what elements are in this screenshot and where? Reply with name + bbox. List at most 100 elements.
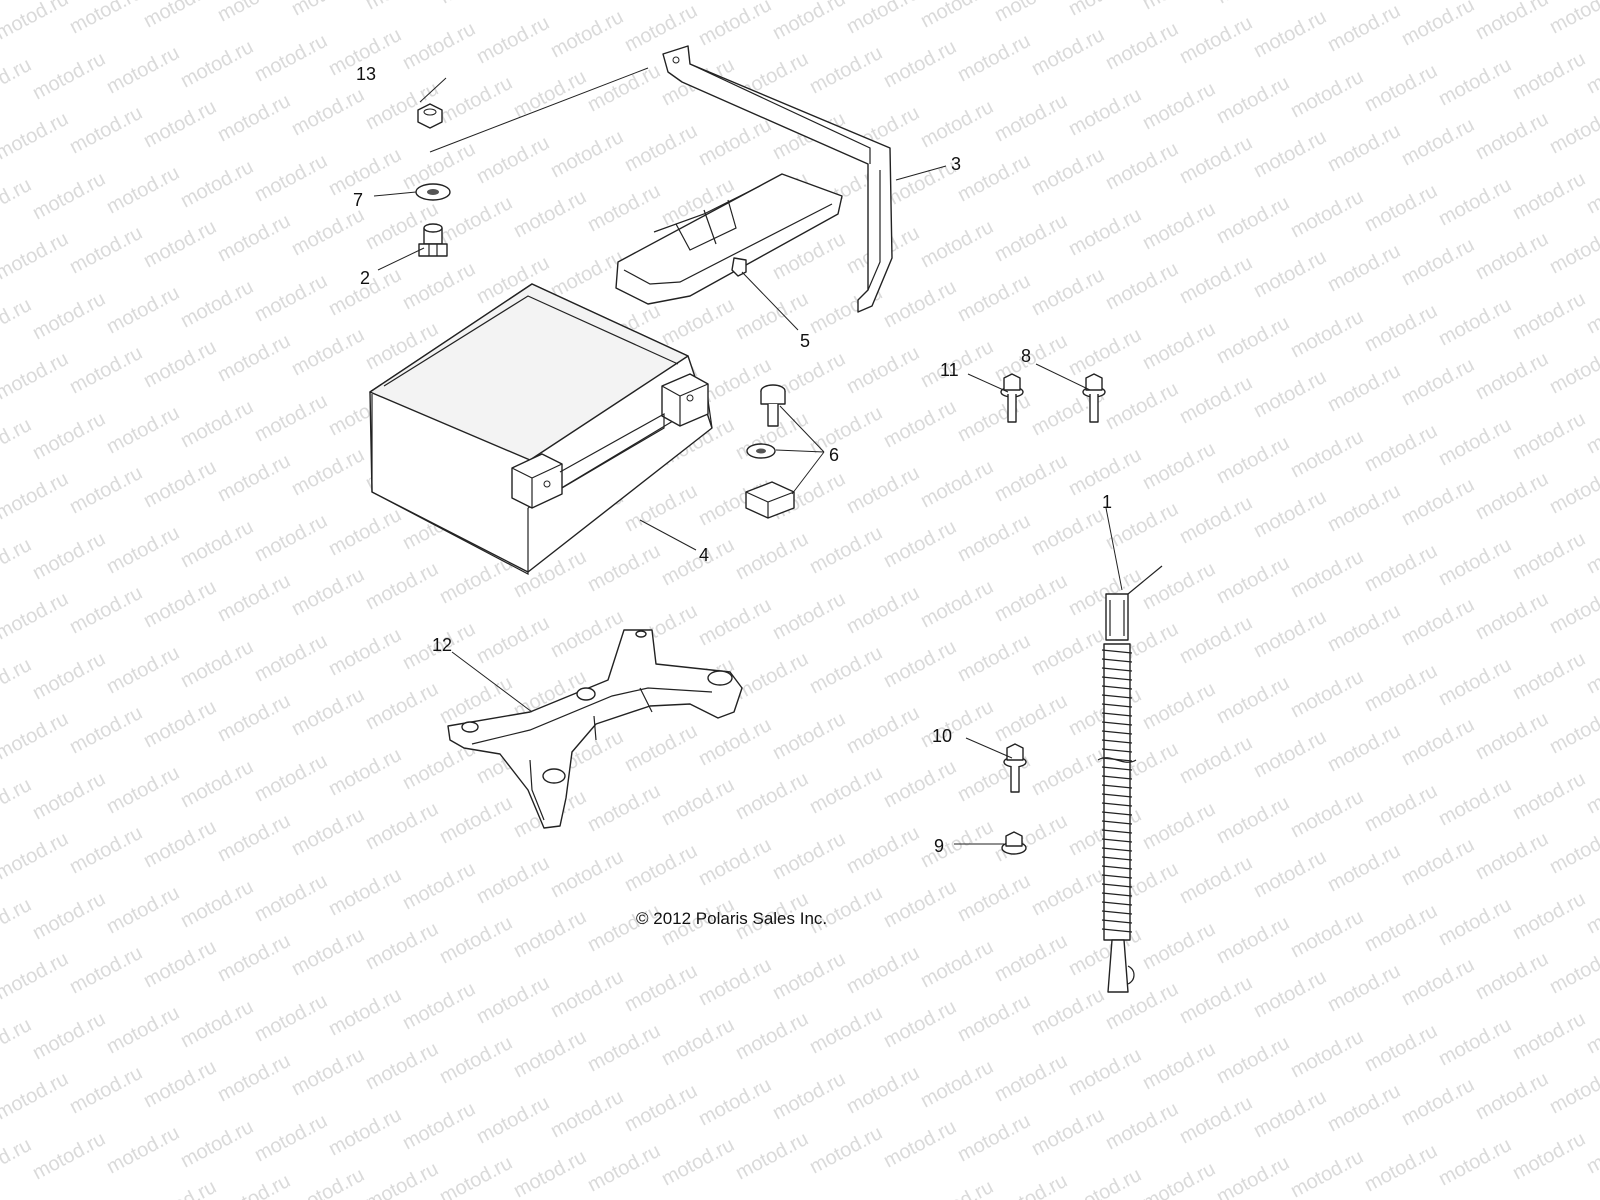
watermark-text: motod.ru bbox=[0, 1134, 35, 1190]
watermark-text: motod.ru bbox=[621, 720, 701, 776]
watermark-text: motod.ru bbox=[66, 822, 146, 878]
watermark-text: motod.ru bbox=[991, 930, 1071, 986]
watermark-text: motod.ru bbox=[140, 816, 220, 872]
watermark-text: motod.ru bbox=[288, 924, 368, 980]
watermark-text: motod.ru bbox=[658, 294, 738, 350]
callout-4: 4 bbox=[699, 545, 709, 565]
tube-rib bbox=[1101, 874, 1133, 879]
callout-13: 13 bbox=[356, 64, 376, 84]
bolt bbox=[418, 223, 448, 257]
watermark-text: motod.ru bbox=[1176, 12, 1256, 68]
watermark-text: motod.ru bbox=[732, 528, 812, 584]
watermark-text: motod.ru bbox=[1213, 192, 1293, 248]
battery bbox=[369, 283, 713, 575]
watermark-text: motod.ru bbox=[1472, 588, 1552, 644]
watermark-text: motod.ru bbox=[140, 336, 220, 392]
watermark-text: motod.ru bbox=[1028, 264, 1108, 320]
watermark-text: motod.ru bbox=[436, 1032, 516, 1088]
watermark-text: motod.ru bbox=[1472, 0, 1552, 44]
watermark-text: motod.ru bbox=[1102, 498, 1182, 554]
watermark-text: motod.ru bbox=[991, 90, 1071, 146]
watermark-text: motod.ru bbox=[1250, 1086, 1330, 1142]
watermark-text: motod.ru bbox=[1509, 1008, 1589, 1064]
watermark-text: motod.ru bbox=[1435, 414, 1515, 470]
watermark-text: motod.ru bbox=[177, 996, 257, 1052]
watermark-text: motod.ru bbox=[140, 1056, 220, 1112]
watermark-text: motod.ru bbox=[1213, 1152, 1293, 1200]
watermark-text: motod.ru bbox=[621, 960, 701, 1016]
watermark-text: motod.ru bbox=[103, 522, 183, 578]
watermark-text: motod.ru bbox=[510, 66, 590, 122]
watermark-text: motod.ru bbox=[214, 90, 294, 146]
watermark-text: motod.ru bbox=[1509, 288, 1589, 344]
watermark-text: motod.ru bbox=[0, 708, 72, 764]
watermark-text: motod.ru bbox=[436, 192, 516, 248]
watermark-text: motod.ru bbox=[325, 864, 405, 920]
flange-bolt-11 bbox=[1000, 373, 1024, 423]
watermark-text: motod.ru bbox=[1583, 162, 1600, 218]
watermark-text: motod.ru bbox=[1398, 594, 1478, 650]
watermark-text: motod.ru bbox=[1398, 354, 1478, 410]
watermark-text: motod.ru bbox=[251, 750, 331, 806]
watermark-text: motod.ru bbox=[880, 36, 960, 92]
watermark-text: motod.ru bbox=[0, 228, 72, 284]
watermark-text: motod.ru bbox=[177, 276, 257, 332]
flange-bolt-8 bbox=[1082, 373, 1106, 423]
watermark-text: motod.ru bbox=[1176, 492, 1256, 548]
watermark-text: motod.ru bbox=[66, 462, 146, 518]
tube-rib bbox=[1101, 667, 1133, 672]
watermark-text: motod.ru bbox=[214, 450, 294, 506]
tube-rib bbox=[1101, 775, 1133, 780]
callout-11: 11 bbox=[940, 360, 959, 380]
watermark-text: motod.ru bbox=[954, 630, 1034, 686]
tube-rib bbox=[1101, 676, 1133, 681]
watermark-text: motod.ru bbox=[1176, 972, 1256, 1028]
watermark-text: motod.ru bbox=[1213, 912, 1293, 968]
watermark-text: motod.ru bbox=[547, 846, 627, 902]
watermark-text: motod.ru bbox=[1583, 882, 1600, 938]
watermark-text: motod.ru bbox=[880, 516, 960, 572]
watermark-text: motod.ru bbox=[843, 702, 923, 758]
watermark-text: motod.ru bbox=[1546, 0, 1600, 38]
watermark-text: motod.ru bbox=[1324, 600, 1404, 656]
watermark-text: motod.ru bbox=[695, 954, 775, 1010]
watermark-text: motod.ru bbox=[288, 564, 368, 620]
watermark-text: motod.ru bbox=[1139, 438, 1219, 494]
watermark-text: motod.ru bbox=[806, 642, 886, 698]
watermark-text: motod.ru bbox=[214, 1170, 294, 1200]
watermark-text: motod.ru bbox=[288, 84, 368, 140]
tube-rib bbox=[1101, 721, 1133, 726]
tube-rib bbox=[1101, 838, 1133, 843]
watermark-text: motod.ru bbox=[880, 396, 960, 452]
watermark-text: motod.ru bbox=[1361, 900, 1441, 956]
tube-rib bbox=[1101, 883, 1133, 888]
watermark-text: motod.ru bbox=[769, 708, 849, 764]
watermark-text: motod.ru bbox=[1028, 24, 1108, 80]
watermark-text: motod.ru bbox=[0, 414, 35, 470]
watermark-text: motod.ru bbox=[769, 1068, 849, 1124]
watermark-text: motod.ru bbox=[66, 702, 146, 758]
watermark-text: motod.ru bbox=[177, 396, 257, 452]
watermark-text: motod.ru bbox=[1361, 60, 1441, 116]
watermark-text: motod.ru bbox=[1435, 534, 1515, 590]
watermark-text: motod.ru bbox=[991, 810, 1071, 866]
watermark-text: motod.ru bbox=[695, 0, 775, 50]
watermark-text: motod.ru bbox=[806, 1122, 886, 1178]
tube-rib bbox=[1101, 730, 1133, 735]
watermark-text: motod.ru bbox=[1287, 0, 1367, 2]
tube-rib bbox=[1101, 739, 1133, 744]
watermark-text: motod.ru bbox=[806, 522, 886, 578]
watermark-text: motod.ru bbox=[510, 1146, 590, 1200]
watermark-text: motod.ru bbox=[1139, 0, 1219, 14]
watermark-text: motod.ru bbox=[288, 1044, 368, 1100]
watermark-text: motod.ru bbox=[843, 1062, 923, 1118]
watermark-text: motod.ru bbox=[325, 744, 405, 800]
watermark-text: motod.ru bbox=[362, 798, 442, 854]
watermark-text: motod.ru bbox=[1028, 624, 1108, 680]
watermark-text: motod.ru bbox=[1361, 1140, 1441, 1196]
watermark-text: motod.ru bbox=[399, 978, 479, 1034]
watermark-text: motod.ru bbox=[0, 588, 72, 644]
watermark-text: motod.ru bbox=[954, 390, 1034, 446]
watermark-text: motod.ru bbox=[214, 810, 294, 866]
watermark-text: motod.ru bbox=[325, 1104, 405, 1160]
